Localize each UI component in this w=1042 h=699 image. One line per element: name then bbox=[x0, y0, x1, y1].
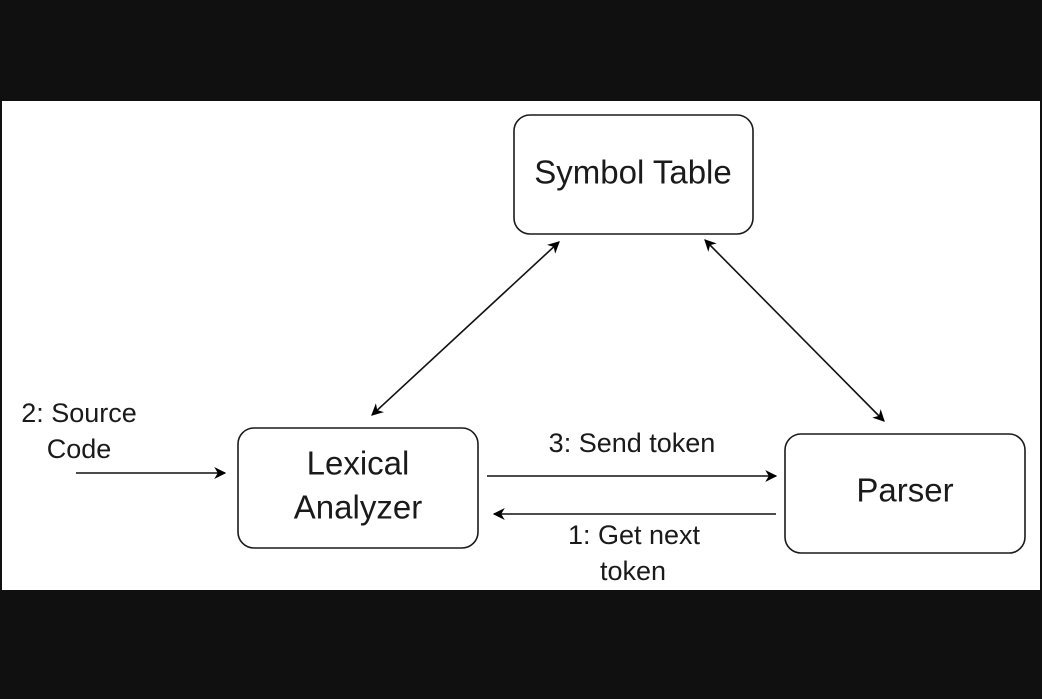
lexical-analyzer-label-line1: Lexical bbox=[307, 445, 410, 482]
symbol-table-node: Symbol Table bbox=[513, 114, 754, 235]
get-next-token-label-line2: token bbox=[600, 556, 666, 586]
lexical-analyzer-box bbox=[237, 427, 479, 549]
symbol-table-parser-bidirectional-arrow bbox=[704, 239, 885, 422]
get-next-token-label-line1: 1: Get next bbox=[568, 520, 701, 550]
send-token-label: 3: Send token bbox=[549, 428, 716, 458]
symbol-table-lexical-bidirectional-arrow bbox=[371, 241, 560, 416]
lexical-analyzer-label-line2: Analyzer bbox=[294, 489, 422, 526]
parser-box bbox=[784, 433, 1026, 554]
symbol-table-label: Symbol Table bbox=[534, 154, 732, 191]
source-code-label-line2: Code bbox=[47, 434, 112, 464]
symbol-table-box bbox=[513, 114, 754, 235]
lexical-analyzer-node: Lexical Analyzer bbox=[237, 427, 479, 549]
parser-node: Parser bbox=[784, 433, 1026, 554]
source-code-label-line1: 2: Source bbox=[21, 398, 137, 428]
parser-label: Parser bbox=[856, 472, 953, 509]
